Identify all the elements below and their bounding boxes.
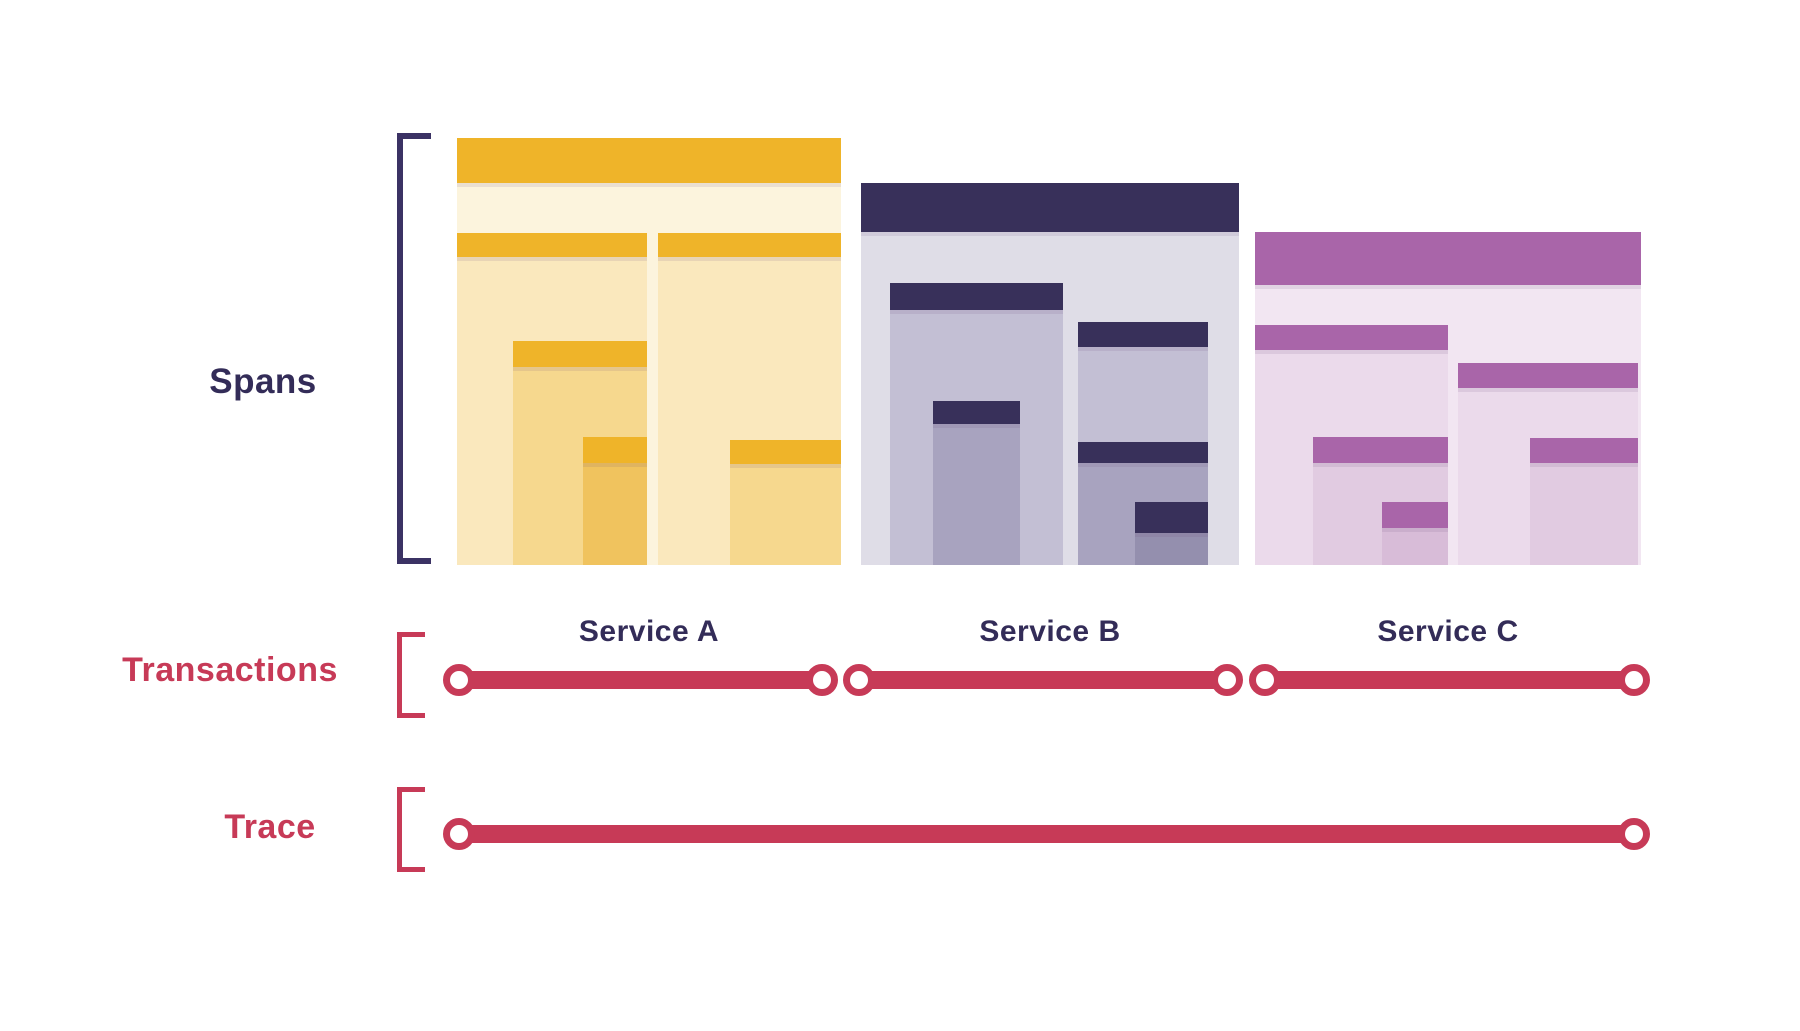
span-bar — [1135, 502, 1208, 533]
transactions-label: Transactions — [122, 651, 338, 689]
service-header-bar — [1255, 232, 1641, 285]
span-bar — [890, 283, 1063, 310]
span-body — [1530, 463, 1638, 565]
trace-line — [459, 825, 1634, 843]
span-body — [1382, 528, 1448, 565]
trace-end-circle — [1618, 818, 1650, 850]
span-bar — [1382, 502, 1448, 528]
span-bar — [1458, 363, 1638, 388]
service-header-bar — [861, 183, 1239, 232]
span-bar — [1078, 442, 1208, 463]
span-bar — [583, 437, 647, 463]
spans-label: Spans — [209, 362, 317, 401]
trace-label: Trace — [224, 808, 316, 846]
span-bar — [457, 233, 647, 257]
transaction-line — [859, 671, 1227, 689]
span-body — [583, 463, 647, 565]
service-label: Service C — [1377, 615, 1519, 648]
span-body — [730, 464, 841, 565]
transaction-start-circle — [843, 664, 875, 696]
transaction-end-circle — [1211, 664, 1243, 696]
span-bar — [1255, 325, 1448, 350]
span-bar — [658, 233, 841, 257]
spans-bracket — [397, 133, 431, 564]
transaction-end-circle — [1618, 664, 1650, 696]
span-bar — [513, 341, 647, 367]
service-header-bar — [457, 138, 841, 183]
transaction-start-circle — [1249, 664, 1281, 696]
span-bar — [933, 401, 1020, 424]
transaction-line — [459, 671, 822, 689]
transaction-line — [1265, 671, 1634, 689]
span-body — [933, 424, 1020, 565]
span-bar — [1078, 322, 1208, 347]
span-bar — [1313, 437, 1448, 463]
transaction-end-circle — [806, 664, 838, 696]
trace-bracket — [397, 787, 425, 872]
transactions-bracket — [397, 632, 425, 718]
span-bar — [730, 440, 841, 464]
span-body — [1135, 533, 1208, 565]
span-bar — [1530, 438, 1638, 463]
service-label: Service A — [578, 615, 720, 648]
transaction-start-circle — [443, 664, 475, 696]
service-label: Service B — [979, 615, 1121, 648]
trace-start-circle — [443, 818, 475, 850]
